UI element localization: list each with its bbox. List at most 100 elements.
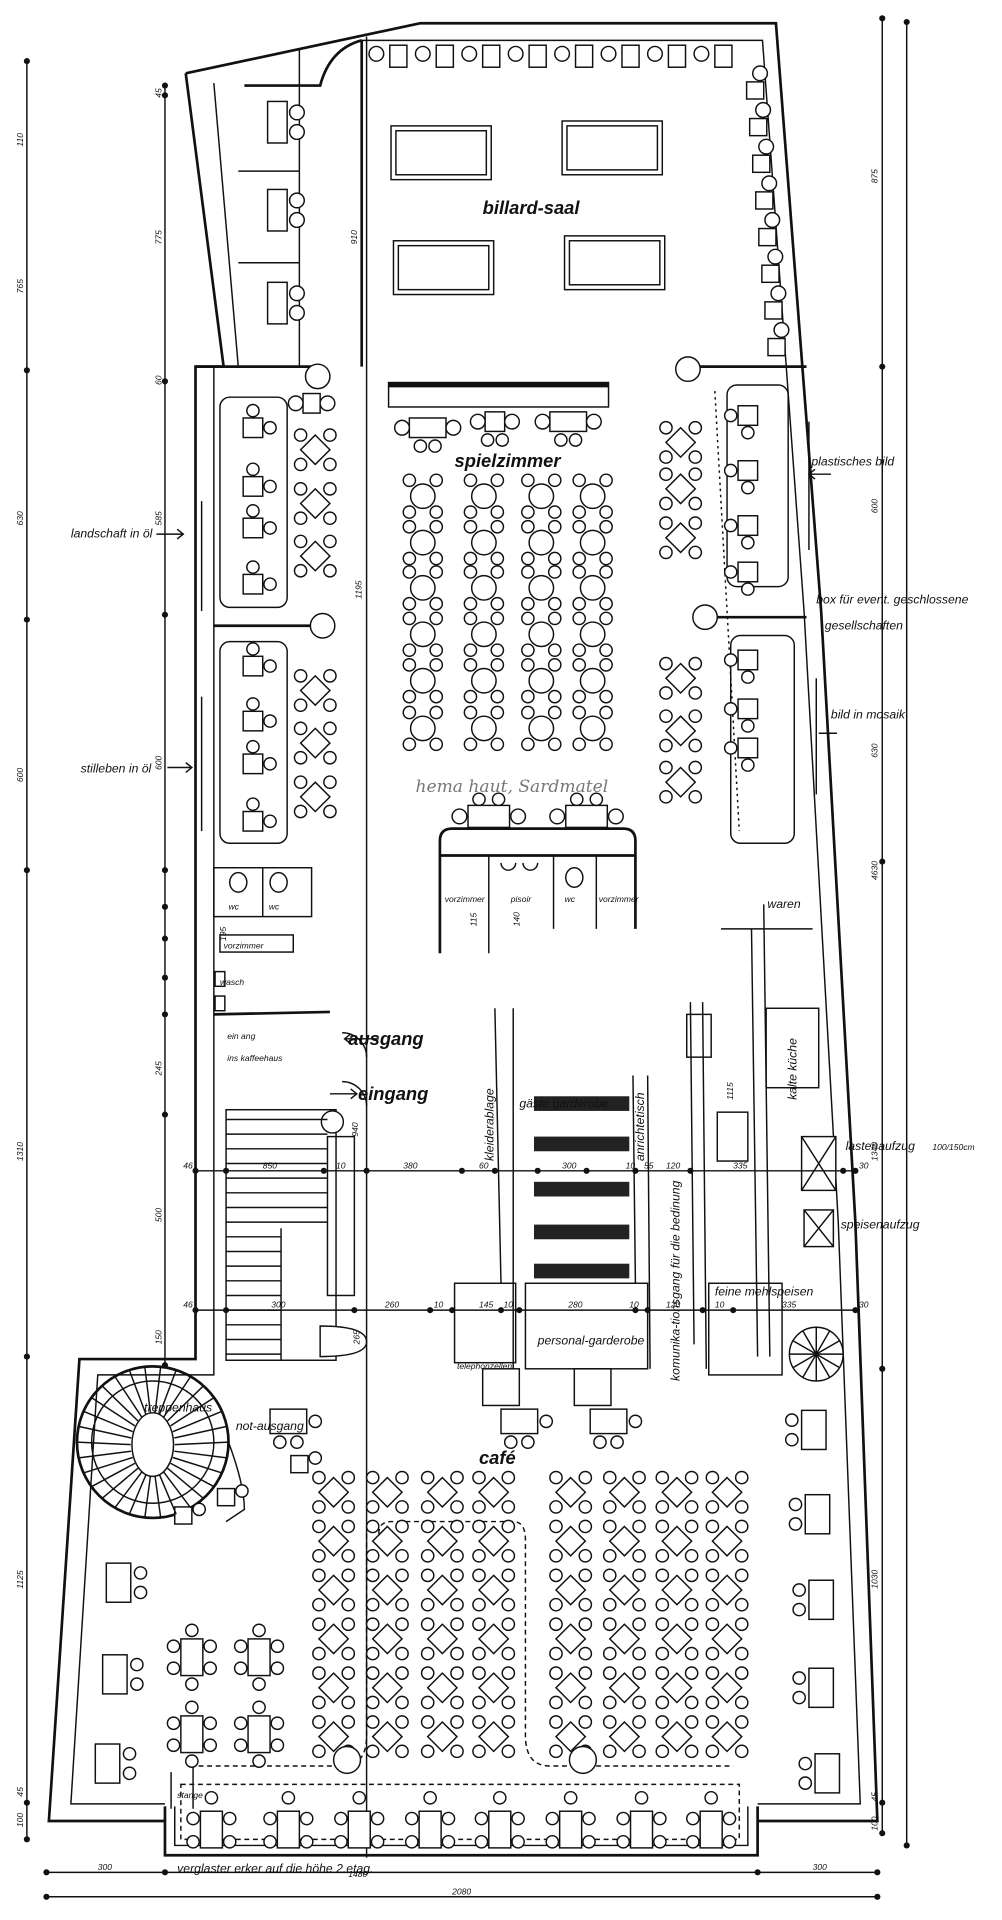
chair [549, 1568, 563, 1583]
coat-rack-bar [533, 1096, 630, 1111]
dimension-label: 1030 [869, 1570, 879, 1589]
chair [246, 739, 260, 754]
spiral-stair-tread [114, 1471, 143, 1509]
chair [572, 551, 587, 566]
dimension-label: 10 [336, 1160, 346, 1170]
dimension-label: 1310 [15, 1142, 25, 1161]
dimension-label: 10 [715, 1300, 725, 1310]
chair [734, 1695, 749, 1710]
chair [463, 658, 478, 672]
chair [582, 1834, 596, 1849]
chair [734, 1715, 749, 1729]
chair [632, 1519, 646, 1534]
chair [312, 1617, 326, 1632]
chair [549, 1597, 563, 1612]
table [242, 710, 264, 732]
table [467, 804, 511, 829]
cue-stand [481, 44, 501, 68]
chair [365, 1548, 380, 1563]
chair [334, 1834, 348, 1849]
bay-table [488, 1810, 512, 1849]
chair [655, 1568, 670, 1583]
diamond-table [477, 1672, 510, 1704]
chair [705, 1597, 720, 1612]
round-table [470, 574, 497, 601]
dimension-tick [23, 1799, 30, 1806]
diamond-table [608, 1476, 641, 1508]
annotation-box-1: box für event. geschlossene [816, 593, 968, 607]
chair [684, 1666, 699, 1680]
chair [299, 1834, 314, 1849]
annotation-freight-lift-size: 100/150cm [932, 1142, 974, 1152]
chair [686, 1811, 700, 1826]
cue-stand [574, 44, 594, 68]
dimension-tick [879, 1830, 886, 1837]
chair [263, 714, 277, 728]
chair [723, 408, 738, 423]
chair [323, 457, 337, 472]
chair [585, 413, 602, 430]
chair [323, 721, 337, 736]
chair [263, 1834, 277, 1849]
label-serving-table: anrichtetisch [633, 1092, 647, 1161]
table [565, 804, 609, 829]
chair [704, 1790, 719, 1805]
chair [602, 1715, 617, 1729]
chair [246, 642, 260, 656]
dimension-label: 630 [869, 743, 879, 758]
chair [686, 1834, 700, 1849]
diamond-table [608, 1720, 641, 1753]
chair [578, 1597, 593, 1612]
table [242, 810, 264, 832]
chair [503, 413, 521, 430]
table [269, 1408, 308, 1435]
dimension-label: 1125 [15, 1570, 25, 1589]
chair [740, 425, 755, 440]
label-urinal: pisoir [510, 894, 533, 904]
chair [323, 482, 337, 496]
spiral-stair-tread [154, 1476, 162, 1518]
diamond-table [477, 1623, 510, 1655]
annotation-box-2: gesellschaften [825, 618, 903, 632]
chair [441, 1834, 456, 1849]
chair [122, 1766, 137, 1781]
chair [767, 248, 784, 265]
chair [616, 1834, 631, 1849]
chair [263, 757, 277, 771]
table [247, 1715, 271, 1754]
label-stairwell: treppenhaus [144, 1401, 212, 1415]
annotation-food-lift: speisenaufzug [841, 1217, 920, 1231]
dimension-label: 10 [434, 1300, 444, 1310]
chair [554, 433, 568, 447]
chair [655, 1597, 670, 1612]
billiard-table-cushion [568, 240, 661, 286]
billiard-table [390, 125, 492, 181]
dimension-tick [879, 363, 886, 370]
chair [246, 797, 260, 812]
chair [547, 689, 562, 704]
round-table [579, 621, 606, 648]
booth-table [94, 1743, 121, 1784]
chair [293, 750, 308, 765]
diamond-table [664, 662, 697, 694]
table [242, 517, 264, 539]
chair [472, 1646, 486, 1661]
chair [288, 211, 305, 229]
dimension-tick [320, 1167, 327, 1174]
chair [429, 551, 444, 566]
dimension-tick [23, 1836, 30, 1843]
chair [270, 1639, 285, 1654]
chair [688, 709, 703, 724]
chair [547, 737, 562, 752]
chair [501, 1519, 516, 1534]
chair [521, 1435, 535, 1449]
chair [420, 1470, 435, 1485]
chair [166, 1661, 181, 1676]
chair [270, 1661, 285, 1676]
diamond-table [661, 1525, 693, 1557]
chair [628, 1414, 643, 1429]
chair [684, 1715, 699, 1729]
chair [323, 775, 337, 790]
dimension-tick [351, 1307, 358, 1314]
table [302, 392, 321, 414]
